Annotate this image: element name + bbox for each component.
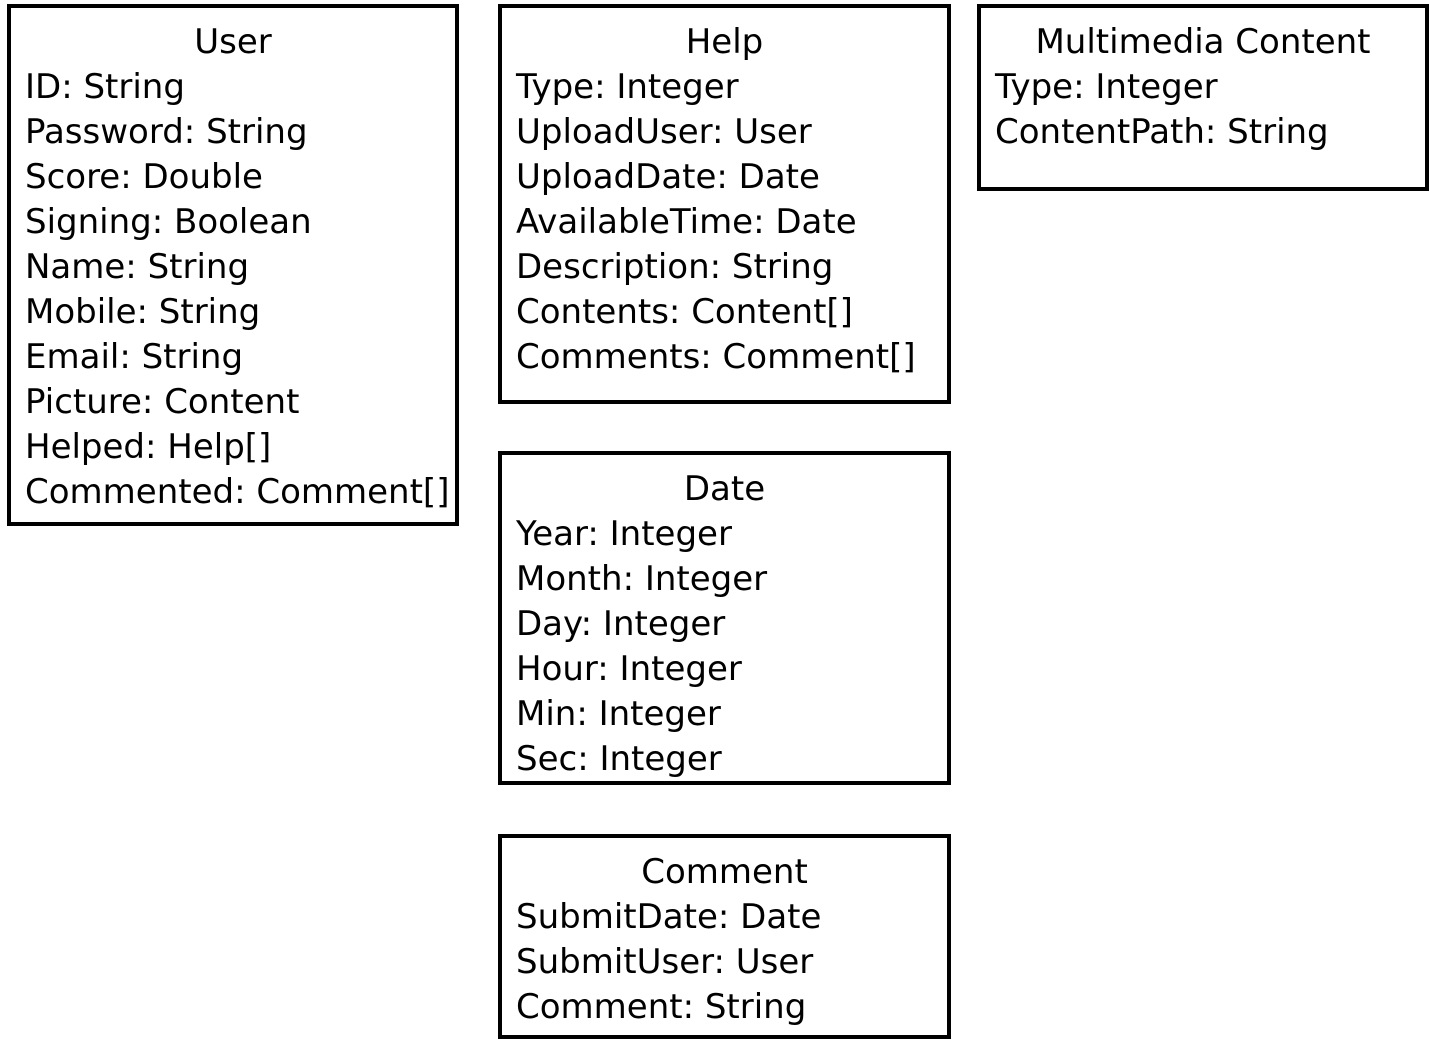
class-box-comment: Comment SubmitDate: Date SubmitUser: Use… [498, 834, 951, 1039]
class-title-comment: Comment [641, 852, 808, 892]
class-box-multimedia-content: Multimedia Content Type: Integer Content… [977, 4, 1429, 191]
class-box-user: User ID: String Password: String Score: … [7, 4, 459, 526]
attribute-date-day: Day: Integer [516, 604, 726, 644]
attribute-help-contents: Contents: Content[] [516, 292, 853, 332]
attribute-help-type: Type: Integer [516, 67, 739, 107]
attribute-user-password: Password: String [25, 112, 308, 152]
class-title-user: User [194, 22, 272, 62]
attribute-help-available-time: AvailableTime: Date [516, 202, 857, 242]
attribute-date-min: Min: Integer [516, 694, 721, 734]
attribute-list-user: ID: String Password: String Score: Doubl… [11, 65, 455, 515]
attribute-user-email: Email: String [25, 337, 244, 377]
attribute-user-signing: Signing: Boolean [25, 202, 312, 242]
class-title-multimedia-content: Multimedia Content [1035, 22, 1371, 62]
attribute-user-helped: Helped: Help[] [25, 427, 272, 467]
attribute-user-name: Name: String [25, 247, 250, 287]
attribute-date-year: Year: Integer [516, 514, 732, 554]
class-title-help: Help [685, 22, 764, 62]
attribute-comment-submit-date: SubmitDate: Date [516, 897, 822, 937]
attribute-comment-comment: Comment: String [516, 987, 807, 1027]
attribute-help-upload-date: UploadDate: Date [516, 157, 820, 197]
class-title-date: Date [683, 469, 766, 509]
attribute-user-id: ID: String [25, 67, 185, 107]
attribute-user-score: Score: Double [25, 157, 263, 197]
attribute-date-sec: Sec: Integer [516, 739, 722, 779]
attribute-list-help: Type: Integer UploadUser: User UploadDat… [502, 65, 947, 380]
attribute-user-picture: Picture: Content [25, 382, 300, 422]
attribute-date-hour: Hour: Integer [516, 649, 742, 689]
attribute-user-mobile: Mobile: String [25, 292, 261, 332]
attribute-list-comment: SubmitDate: Date SubmitUser: User Commen… [502, 895, 947, 1030]
attribute-list-date: Year: Integer Month: Integer Day: Intege… [502, 512, 947, 782]
attribute-media-type: Type: Integer [995, 67, 1218, 107]
attribute-user-commented: Commented: Comment[] [25, 472, 450, 512]
attribute-media-content-path: ContentPath: String [995, 112, 1329, 152]
class-box-date: Date Year: Integer Month: Integer Day: I… [498, 451, 951, 785]
attribute-comment-submit-user: SubmitUser: User [516, 942, 814, 982]
class-box-help: Help Type: Integer UploadUser: User Uplo… [498, 4, 951, 404]
attribute-date-month: Month: Integer [516, 559, 768, 599]
attribute-list-multimedia-content: Type: Integer ContentPath: String [981, 65, 1425, 155]
attribute-help-description: Description: String [516, 247, 834, 287]
attribute-help-comments: Comments: Comment[] [516, 337, 916, 377]
attribute-help-upload-user: UploadUser: User [516, 112, 812, 152]
